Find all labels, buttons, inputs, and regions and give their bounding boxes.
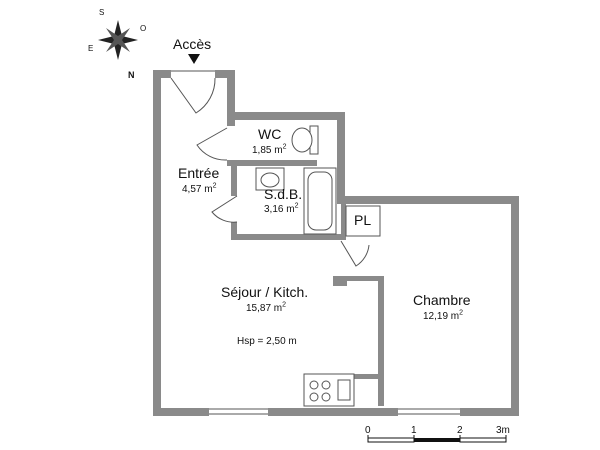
fixtures — [255, 125, 381, 407]
scale-tick-label: 0 — [365, 425, 371, 436]
room-area-wc: 1,85 m2 — [252, 143, 287, 156]
room-name-entree: Entrée — [178, 165, 220, 181]
scale-tick-label: 3m — [496, 425, 510, 436]
room-area-sdb: 3,16 m2 — [264, 202, 299, 215]
room-name-sejour: Séjour / Kitch. — [221, 284, 309, 300]
windows — [171, 70, 460, 415]
room-name-chambre: Chambre — [413, 292, 471, 308]
compass-letter-east: E — [88, 44, 94, 53]
walls — [153, 70, 519, 416]
toilet-icon — [291, 125, 319, 155]
bathtub-icon — [303, 167, 337, 235]
scale-tick-label: 1 — [411, 425, 417, 436]
compass-rose — [98, 20, 138, 60]
access-label: Accès — [173, 36, 212, 52]
compass-star-icon — [98, 20, 138, 60]
ceiling-height: Hsp = 2,50 m — [237, 336, 297, 347]
compass-letter-west: O — [140, 24, 147, 33]
access-arrow-icon — [188, 54, 200, 64]
scale-tick-label: 2 — [457, 425, 463, 436]
compass-letter-north: N — [128, 70, 135, 80]
room-area-entree: 4,57 m2 — [182, 182, 217, 195]
scale-bar — [367, 435, 507, 443]
room-name-pl: PL — [354, 212, 372, 228]
room-area-chambre: 12,19 m2 — [423, 309, 464, 322]
room-name-sdb: S.d.B. — [264, 186, 303, 202]
kitchen-counter-icon — [303, 373, 355, 407]
sink-icon — [255, 167, 285, 191]
compass-letter-south: S — [99, 8, 105, 17]
room-name-wc: WC — [258, 126, 282, 142]
room-area-sejour: 15,87 m2 — [246, 301, 287, 314]
